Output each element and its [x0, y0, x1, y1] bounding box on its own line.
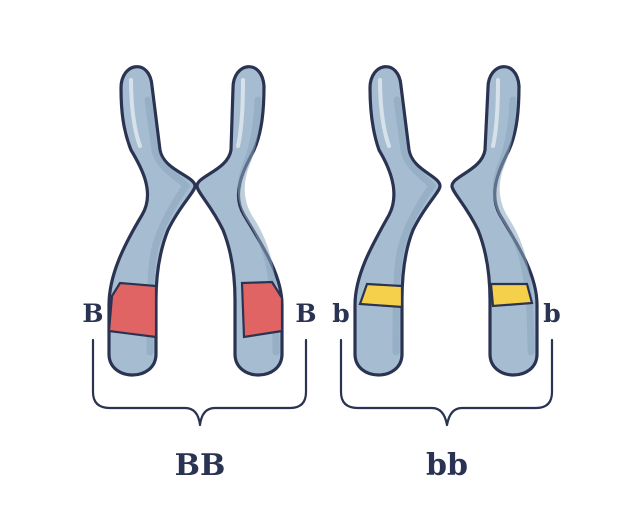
chromosome-1-band [107, 281, 158, 339]
chromosome-2-shade [237, 96, 280, 356]
chromosome-4-body [450, 65, 539, 377]
genotype-label-bb: BB [175, 448, 226, 483]
bracket-bb-recessive [339, 338, 554, 427]
allele-label-1: B [82, 299, 103, 328]
genotype-label-bb-recessive: bb [426, 448, 468, 483]
chromosome-4-band [489, 282, 534, 308]
chromosome-3 [353, 65, 442, 377]
chromosome-4 [450, 65, 539, 377]
chromosome-2-band [240, 280, 284, 339]
chromosome-3-highlight [378, 78, 391, 148]
chromosome-3-band [358, 282, 404, 309]
chromosome-1 [107, 65, 197, 377]
pair-bb-dominant: B B BB [82, 65, 317, 483]
allele-label-4: b [543, 299, 560, 328]
chromosome-4-highlight [491, 78, 500, 148]
chromosome-2-highlight [236, 78, 245, 148]
chromosome-1-highlight [129, 78, 142, 148]
allele-label-2: B [295, 299, 316, 328]
bracket-bb [91, 338, 308, 427]
chromosome-4-shade [492, 96, 535, 356]
allele-label-3: b [332, 299, 349, 328]
chromosome-2 [195, 65, 284, 377]
pair-bb-recessive: b b bb [332, 65, 561, 483]
